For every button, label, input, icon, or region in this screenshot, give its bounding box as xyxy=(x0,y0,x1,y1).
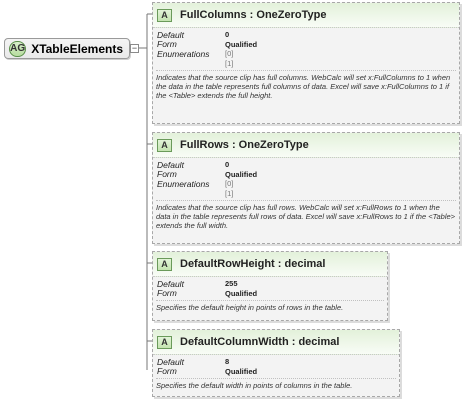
enumeration-value: [1] xyxy=(225,188,234,198)
attribute-title: FullRows : OneZeroType xyxy=(180,139,309,151)
property-value: 255 xyxy=(225,279,238,289)
attribute-icon: A xyxy=(157,257,172,271)
attribute-group-name: XTableElements xyxy=(31,41,123,56)
property-row: Default 0 xyxy=(157,160,455,170)
property-label: Default xyxy=(157,29,184,40)
property-label: Enumerations xyxy=(157,178,210,189)
property-value: 8 xyxy=(225,357,230,367)
property-value: 0 xyxy=(225,160,230,170)
property-value: 0 xyxy=(225,30,230,40)
attribute-group-node[interactable]: AG XTableElements xyxy=(4,38,130,59)
attribute-description: Specifies the default height in points o… xyxy=(156,300,384,312)
attribute-box-defaultrowheight[interactable]: A DefaultRowHeight : decimal Default 255 … xyxy=(152,251,388,321)
property-row: Default 8 xyxy=(157,357,395,367)
attribute-header: A DefaultColumnWidth : decimal xyxy=(153,330,399,355)
enumeration-value: [0] xyxy=(225,49,234,59)
property-row: Form Qualified xyxy=(157,169,455,180)
attribute-properties: Default 8 Form Qualified xyxy=(153,355,399,377)
property-row: Enumerations [0] xyxy=(157,179,455,189)
property-row: [1] xyxy=(157,59,455,69)
property-value: Qualified xyxy=(225,288,258,298)
enumeration-value: [1] xyxy=(225,58,234,68)
attribute-title: DefaultRowHeight : decimal xyxy=(180,258,326,270)
collapse-toggle[interactable]: − xyxy=(130,43,139,53)
property-row: Form Qualified xyxy=(157,39,455,50)
attribute-box-fullrows[interactable]: A FullRows : OneZeroType Default 0 Form Qu… xyxy=(152,132,460,244)
property-label: Enumerations xyxy=(157,48,210,59)
attribute-box-defaultcolumnwidth[interactable]: A DefaultColumnWidth : decimal Default 8 … xyxy=(152,329,400,397)
property-value: Qualified xyxy=(225,39,258,49)
attribute-properties: Default 0 Form Qualified Enumerations [0] [… xyxy=(153,158,459,199)
attribute-icon: A xyxy=(157,8,172,22)
attribute-icon: A xyxy=(157,138,172,152)
property-value: Qualified xyxy=(225,169,258,179)
property-label: Form xyxy=(157,366,177,377)
attribute-title: DefaultColumnWidth : decimal xyxy=(180,336,340,348)
attribute-description: Indicates that the source clip has full … xyxy=(156,200,456,230)
attribute-header: A FullColumns : OneZeroType xyxy=(153,3,459,28)
property-label: Default xyxy=(157,356,184,367)
property-row: Enumerations [0] xyxy=(157,49,455,59)
attribute-group-icon: AG xyxy=(9,40,27,57)
attribute-box-fullcolumns[interactable]: A FullColumns : OneZeroType Default 0 For… xyxy=(152,2,460,124)
attribute-properties: Default 0 Form Qualified Enumerations [0] [… xyxy=(153,28,459,69)
property-row: Default 255 xyxy=(157,279,383,289)
property-row: Form Qualified xyxy=(157,366,395,377)
property-label: Default xyxy=(157,278,184,289)
property-label: Default xyxy=(157,159,184,170)
enumeration-value: [0] xyxy=(225,179,234,189)
attribute-description: Indicates that the source clip has full … xyxy=(156,70,456,100)
property-label: Form xyxy=(157,39,177,50)
attribute-header: A FullRows : OneZeroType xyxy=(153,133,459,158)
property-label: Form xyxy=(157,169,177,180)
property-label: Form xyxy=(157,288,177,299)
attribute-icon: A xyxy=(157,335,172,349)
property-row: [1] xyxy=(157,189,455,199)
attribute-title: FullColumns : OneZeroType xyxy=(180,9,327,21)
attribute-description: Specifies the default width in points of… xyxy=(156,378,396,390)
property-value: Qualified xyxy=(225,366,258,376)
property-row: Default 0 xyxy=(157,30,455,40)
attribute-header: A DefaultRowHeight : decimal xyxy=(153,252,387,277)
property-row: Form Qualified xyxy=(157,288,383,299)
attribute-properties: Default 255 Form Qualified xyxy=(153,277,387,299)
